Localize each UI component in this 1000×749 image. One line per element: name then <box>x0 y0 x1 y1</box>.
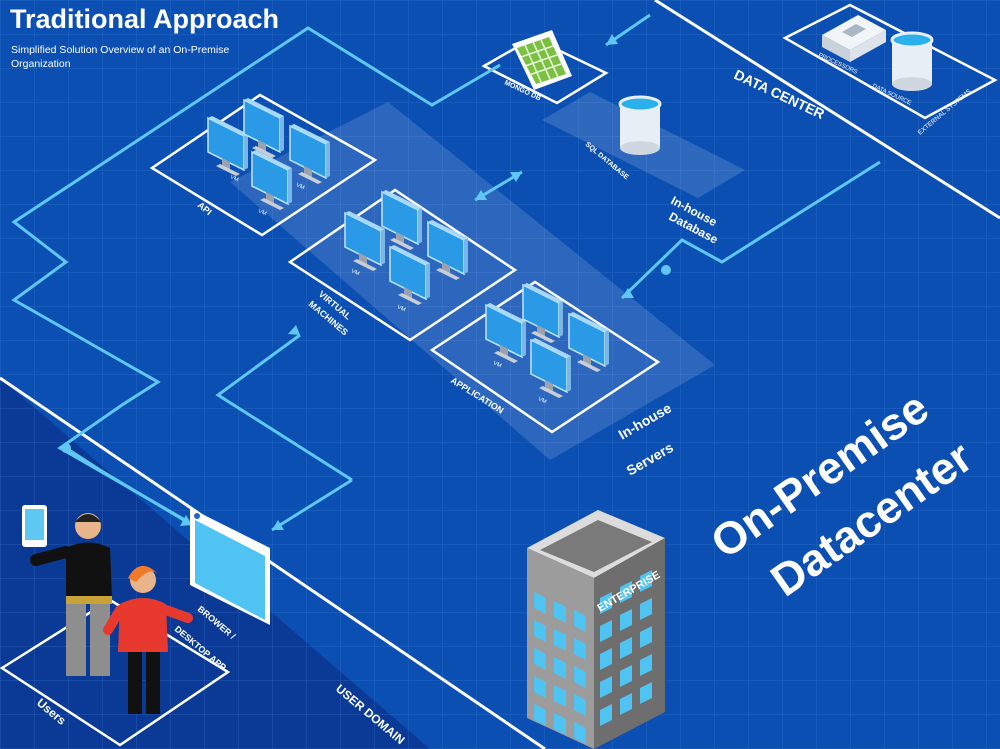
building-window <box>640 570 652 592</box>
man-user-icon <box>22 505 112 676</box>
servers-zone <box>230 102 715 460</box>
vm-label-4: VM <box>350 268 360 277</box>
building-window <box>574 610 586 632</box>
building-window <box>574 694 586 716</box>
building-window <box>554 685 566 707</box>
building-window <box>554 713 566 735</box>
arrowheads <box>180 34 634 530</box>
woman-user-icon <box>103 565 193 714</box>
building-window <box>600 704 612 726</box>
virtual-machines-panel <box>287 188 518 342</box>
building-window <box>554 601 566 623</box>
sql-database-icon <box>618 95 662 157</box>
external-systems-panel <box>782 3 998 120</box>
vm-label-2: VM <box>295 182 305 191</box>
building-window <box>620 581 632 603</box>
building-window <box>640 598 652 620</box>
vm-label-3: VM <box>257 208 267 217</box>
vm-label-7: VM <box>537 396 547 405</box>
page-title: Traditional Approach <box>10 4 280 34</box>
building-window <box>640 682 652 704</box>
building-window <box>620 637 632 659</box>
connector-nodes <box>61 265 671 453</box>
building-window <box>640 654 652 676</box>
building-window <box>600 592 612 614</box>
building-window <box>534 676 546 698</box>
enterprise-building-icon <box>527 510 665 749</box>
vm-label-6: VM <box>492 360 502 369</box>
building-window <box>640 626 652 648</box>
building-window <box>554 629 566 651</box>
processor-icon <box>822 15 886 62</box>
data-center-boundary <box>654 0 1000 220</box>
building-window <box>534 620 546 642</box>
building-window <box>574 638 586 660</box>
vm-label-1: VM <box>229 174 239 183</box>
building-window <box>600 676 612 698</box>
user-domain-boundary <box>0 376 546 749</box>
building-window <box>620 609 632 631</box>
building-window <box>600 620 612 642</box>
building-window <box>554 657 566 679</box>
building-window <box>534 704 546 726</box>
page-subtitle: Simplified Solution Overview of an On-Pr… <box>11 44 230 70</box>
browser-window-icon <box>190 508 270 625</box>
building-windows <box>534 570 652 744</box>
building-window <box>574 722 586 744</box>
building-window <box>600 648 612 670</box>
vm-label-5: VM <box>396 304 406 313</box>
building-window <box>534 648 546 670</box>
building-window <box>574 666 586 688</box>
data-source-icon <box>890 31 934 93</box>
mongo-db-icon <box>512 30 572 90</box>
building-window <box>534 592 546 614</box>
application-panel <box>429 280 661 434</box>
building-window <box>620 665 632 687</box>
building-window <box>620 693 632 715</box>
api-panel <box>149 93 378 237</box>
